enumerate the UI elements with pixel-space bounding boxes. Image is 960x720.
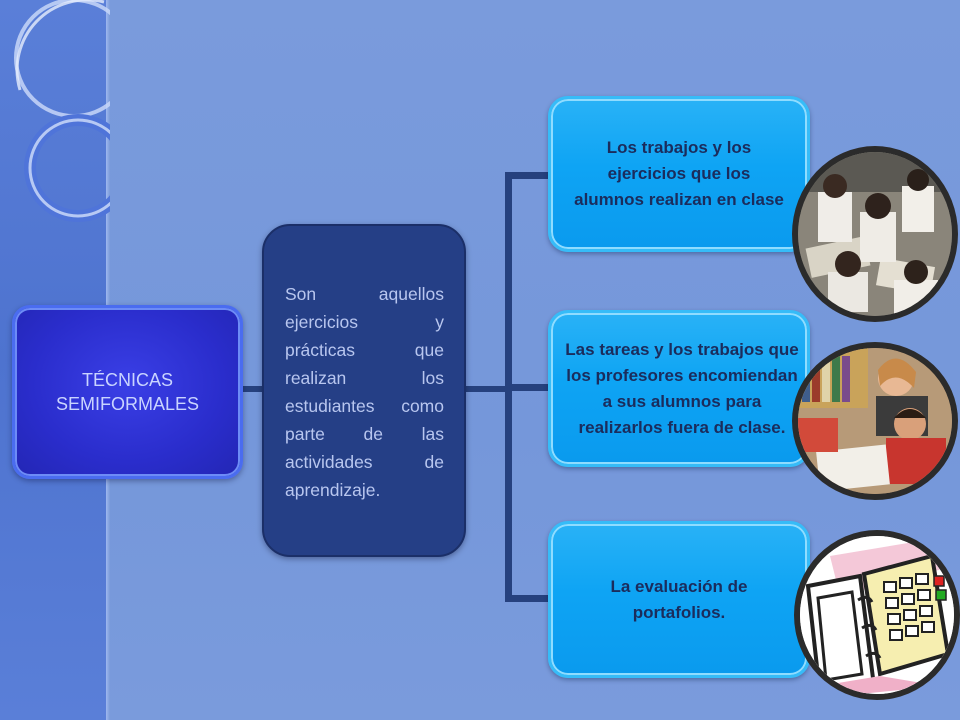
description-text: Son aquellos ejercicios y prácticas que … <box>285 284 444 500</box>
item-node-3-text: La evaluación de portafolios. <box>610 576 748 622</box>
teacher-helping-student-illustration <box>798 348 952 494</box>
item-node-2-text: Las tareas y los trabajos que los profes… <box>565 339 799 437</box>
connector-branch-1 <box>505 172 550 179</box>
decorative-arc <box>15 0 105 91</box>
description-node: Son aquellos ejercicios y prácticas que … <box>262 224 466 557</box>
item-node-3: La evaluación de portafolios. <box>548 521 810 678</box>
connector-branch-3 <box>505 595 550 602</box>
item-node-1-text: Los trabajos y los ejercicios que los al… <box>574 138 784 209</box>
root-node-line1: TÉCNICAS <box>81 370 173 390</box>
item-node-1: Los trabajos y los ejercicios que los al… <box>548 96 810 252</box>
root-node-text: TÉCNICAS SEMIFORMALES <box>56 368 199 416</box>
portfolio-binder-clipart <box>794 530 960 700</box>
root-node-line2: SEMIFORMALES <box>55 394 200 414</box>
connector-desc-to-trunk <box>466 386 510 392</box>
teacher-helping-student-photo <box>792 342 958 500</box>
portfolio-binder-illustration <box>800 536 954 694</box>
decorative-circle-small-highlight <box>28 118 110 218</box>
decorative-circles <box>14 0 110 222</box>
connector-branch-2 <box>505 384 550 391</box>
decorative-circle-large <box>14 0 110 118</box>
connector-root-to-desc <box>237 386 263 392</box>
root-node: TÉCNICAS SEMIFORMALES <box>12 305 243 479</box>
students-in-class-illustration <box>798 152 952 316</box>
students-in-class-photo <box>792 146 958 322</box>
item-node-2: Las tareas y los trabajos que los profes… <box>548 310 810 467</box>
